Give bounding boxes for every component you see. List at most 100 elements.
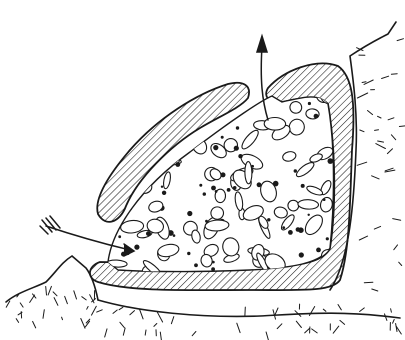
- ground-mark: [97, 310, 103, 312]
- grain: [168, 104, 171, 107]
- ground-mark: [388, 118, 394, 120]
- ground-mark: [266, 332, 269, 340]
- ground-mark: [54, 298, 58, 306]
- outflow-arrow-head: [257, 36, 267, 52]
- grain: [118, 235, 121, 238]
- pebble: [116, 88, 142, 110]
- ground-mark: [119, 307, 123, 309]
- grain: [187, 252, 190, 255]
- ground-mark: [362, 82, 366, 83]
- grain: [175, 162, 180, 167]
- grain: [211, 267, 215, 271]
- pebble: [113, 134, 132, 148]
- grain: [162, 191, 166, 195]
- grain: [203, 192, 206, 195]
- grain: [161, 186, 163, 188]
- ground-mark: [374, 226, 380, 229]
- grain: [326, 237, 329, 240]
- grain: [282, 226, 285, 229]
- ground-mark: [157, 312, 162, 322]
- pebble: [117, 111, 143, 130]
- grain: [251, 165, 254, 168]
- ground-mark: [360, 130, 364, 132]
- ground-mark: [357, 162, 367, 165]
- ground-mark: [375, 130, 379, 131]
- grain: [299, 252, 304, 257]
- ground-mark: [372, 289, 378, 291]
- ground-mark: [81, 319, 85, 329]
- grain: [113, 150, 116, 153]
- ground-mark: [113, 310, 117, 313]
- ground-mark: [140, 309, 144, 319]
- ground-mark: [48, 286, 51, 295]
- pebble: [103, 123, 128, 144]
- ground-mark: [105, 329, 107, 337]
- ground-mark: [394, 245, 398, 250]
- ground-mark: [333, 326, 339, 333]
- ground-mark: [277, 324, 282, 329]
- ground-left-slope: [6, 256, 98, 302]
- ground-mark: [16, 319, 18, 323]
- grain: [202, 133, 207, 138]
- grain: [146, 94, 149, 97]
- ground-mark: [296, 321, 301, 327]
- ground-mark: [62, 317, 63, 320]
- ground-mark: [360, 308, 365, 312]
- ground-mark: [305, 329, 310, 333]
- ground-mark: [391, 135, 395, 140]
- grain: [296, 227, 301, 232]
- ground-mark: [33, 321, 36, 328]
- grain: [227, 188, 231, 192]
- ground-mark: [43, 310, 44, 319]
- grain: [146, 231, 151, 236]
- ground-mark: [378, 116, 382, 118]
- ground-mark: [391, 74, 397, 75]
- grain: [171, 101, 175, 105]
- grain: [301, 184, 305, 188]
- grain: [145, 93, 151, 99]
- grain: [194, 263, 198, 267]
- ground-mark: [323, 309, 326, 311]
- ground-mark: [399, 262, 402, 265]
- grain: [215, 190, 218, 193]
- ground-mark: [372, 176, 380, 179]
- grain: [211, 186, 216, 191]
- ground-mark: [46, 287, 47, 296]
- ground-mark: [82, 297, 86, 300]
- grain: [308, 102, 311, 105]
- ground-mark: [393, 219, 401, 221]
- grain: [221, 136, 224, 139]
- ground-mark: [130, 311, 135, 315]
- ground-mark: [65, 296, 68, 303]
- ground-mark: [92, 306, 97, 315]
- grain: [137, 97, 139, 99]
- grain: [113, 120, 118, 125]
- grain: [199, 184, 202, 187]
- ground-mark: [393, 320, 395, 324]
- grain: [137, 95, 143, 101]
- ground-mark: [387, 149, 392, 154]
- ground-mark: [312, 329, 318, 333]
- ground-mark: [120, 322, 125, 327]
- ground-mark: [20, 303, 23, 307]
- ground-mark: [237, 323, 240, 332]
- grain: [314, 114, 319, 119]
- grain: [212, 261, 215, 264]
- ground-mark: [192, 332, 196, 336]
- ground-mark: [382, 76, 389, 78]
- grain: [234, 146, 239, 151]
- ground-mark: [53, 292, 57, 296]
- grain: [308, 214, 310, 216]
- grain: [267, 218, 270, 221]
- ground-mark: [364, 282, 373, 283]
- grain: [238, 154, 242, 158]
- grain: [187, 211, 192, 216]
- grain: [323, 198, 326, 201]
- ground-mark: [397, 39, 403, 41]
- grain: [316, 248, 321, 253]
- ground-mark: [376, 144, 386, 149]
- ground-mark: [160, 332, 161, 340]
- ground-mark: [123, 328, 125, 335]
